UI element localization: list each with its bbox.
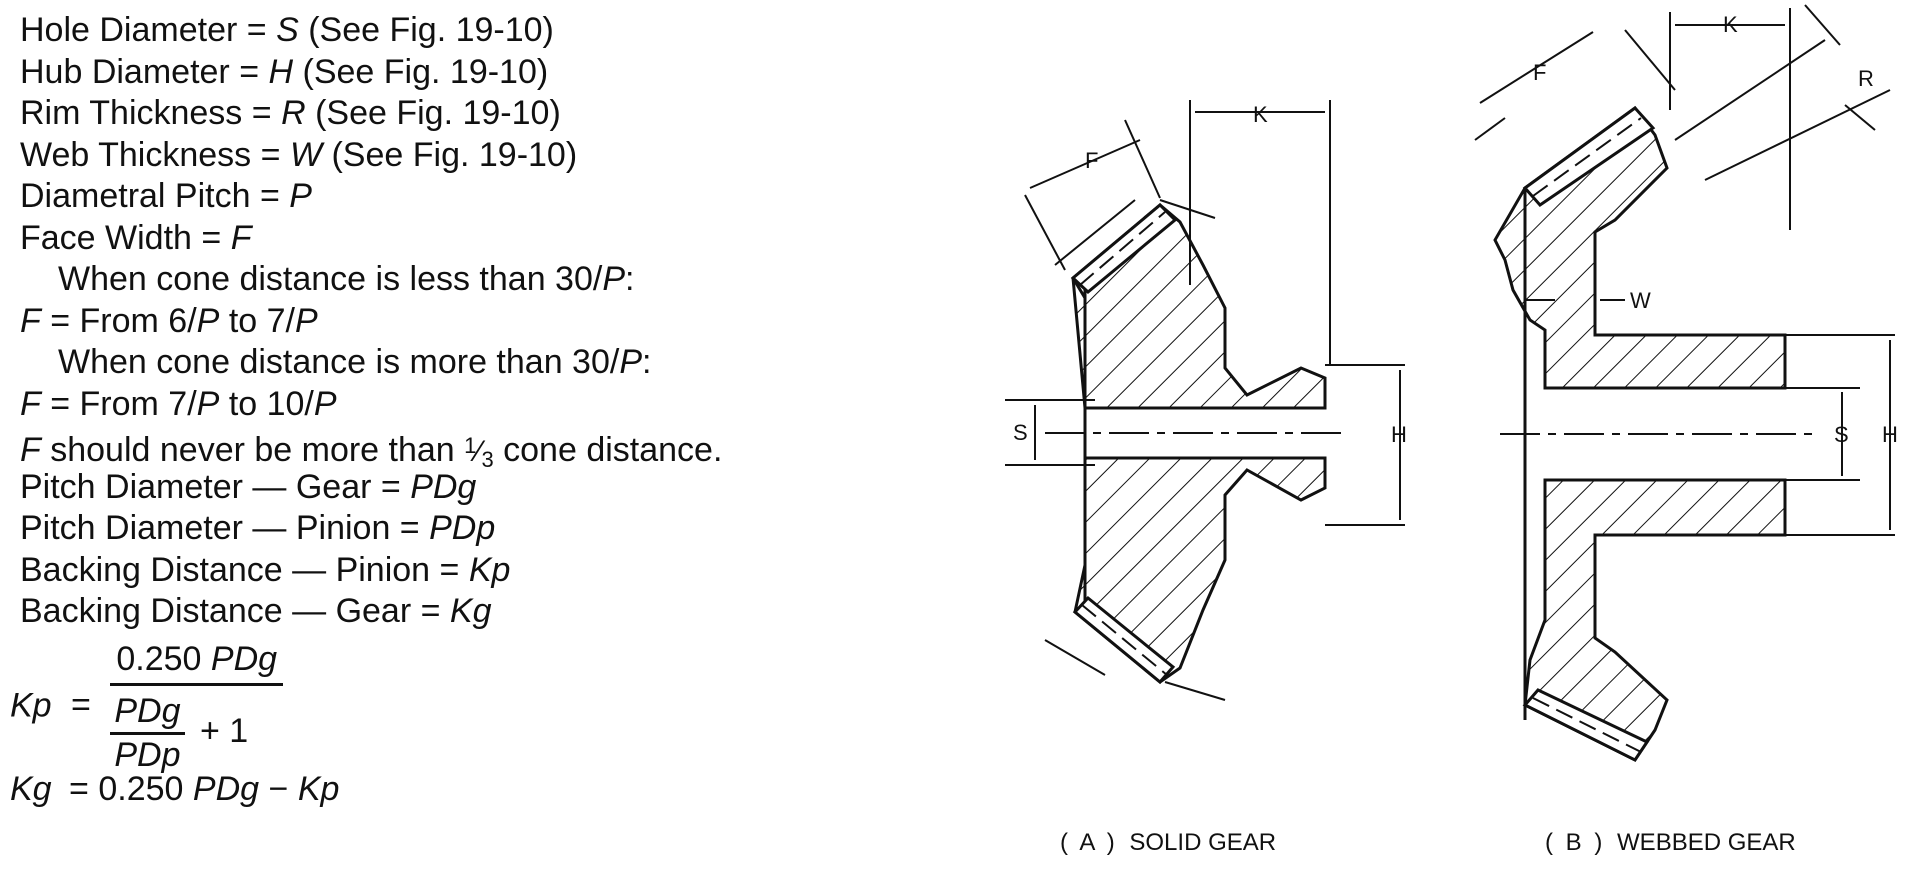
webbed-gear-label-h: H [1882, 422, 1898, 447]
solid-gear-upper-section [1071, 203, 1327, 410]
solid-gear-drawing [1045, 202, 1345, 685]
hub-diameter-line: Hub Diameter = H (See Fig. 19-10) [20, 52, 549, 91]
webbed-gear-upper-section [1493, 105, 1787, 390]
solid-gear-lower-section [1073, 456, 1327, 684]
web-thickness-line: Web Thickness = W (See Fig. 19-10) [20, 135, 578, 174]
backing-distance-pinion-line: Backing Distance — Pinion = Kp [20, 550, 511, 589]
solid-gear-label-k: K [1253, 102, 1268, 127]
kg-equation: Kg = 0.250 PDg − Kp [10, 770, 340, 808]
formula-list: Hole Diameter = S (See Fig. 19-10) Hub D… [20, 10, 980, 633]
webbed-gear-label-w: W [1630, 288, 1651, 313]
kp-numerator: 0.250 PDg [110, 640, 284, 686]
solid-gear-label-h: H [1391, 422, 1407, 447]
rim-thickness-line: Rim Thickness = R (See Fig. 19-10) [20, 94, 561, 132]
webbed-gear-label-f: F [1533, 60, 1546, 85]
solid-gear-label-f: F [1085, 148, 1098, 173]
pitch-diameter-pinion-line: Pitch Diameter — Pinion = PDp [20, 509, 496, 547]
webbed-gear-dimensions [1474, 4, 1895, 536]
webbed-gear-label-r: R [1858, 66, 1874, 91]
face-width-line: Face Width = F [20, 218, 252, 257]
backing-distance-gear-line: Backing Distance — Gear = Kg [20, 592, 492, 630]
webbed-gear-caption: ( B ) WEBBED GEAR [1545, 829, 1796, 856]
hole-diameter-line: Hole Diameter = S (See Fig. 19-10) [20, 11, 554, 49]
solid-gear-caption: ( A ) SOLID GEAR [1060, 829, 1276, 856]
solid-gear-dimensions [1005, 100, 1405, 701]
webbed-gear-label-k: K [1723, 12, 1738, 37]
more-than-condition: When cone distance is more than 30/P: [58, 343, 652, 381]
less-than-value: F = From 6/P to 7/P [20, 301, 318, 340]
diametral-pitch-line: Diametral Pitch = P [20, 177, 312, 215]
bevel-gear-figure: F K S H F K R [1005, 4, 1898, 856]
face-width-limit: F should never be more than 1⁄3 cone dis… [20, 431, 723, 472]
solid-gear-label-s: S [1013, 420, 1028, 445]
webbed-gear-drawing [1493, 105, 1815, 762]
pitch-diameter-gear-line: Pitch Diameter — Gear = PDg [20, 467, 477, 506]
webbed-gear-label-s: S [1834, 422, 1849, 447]
less-than-condition: When cone distance is less than 30/P: [58, 260, 635, 298]
more-than-value: F = From 7/P to 10/P [20, 384, 337, 423]
